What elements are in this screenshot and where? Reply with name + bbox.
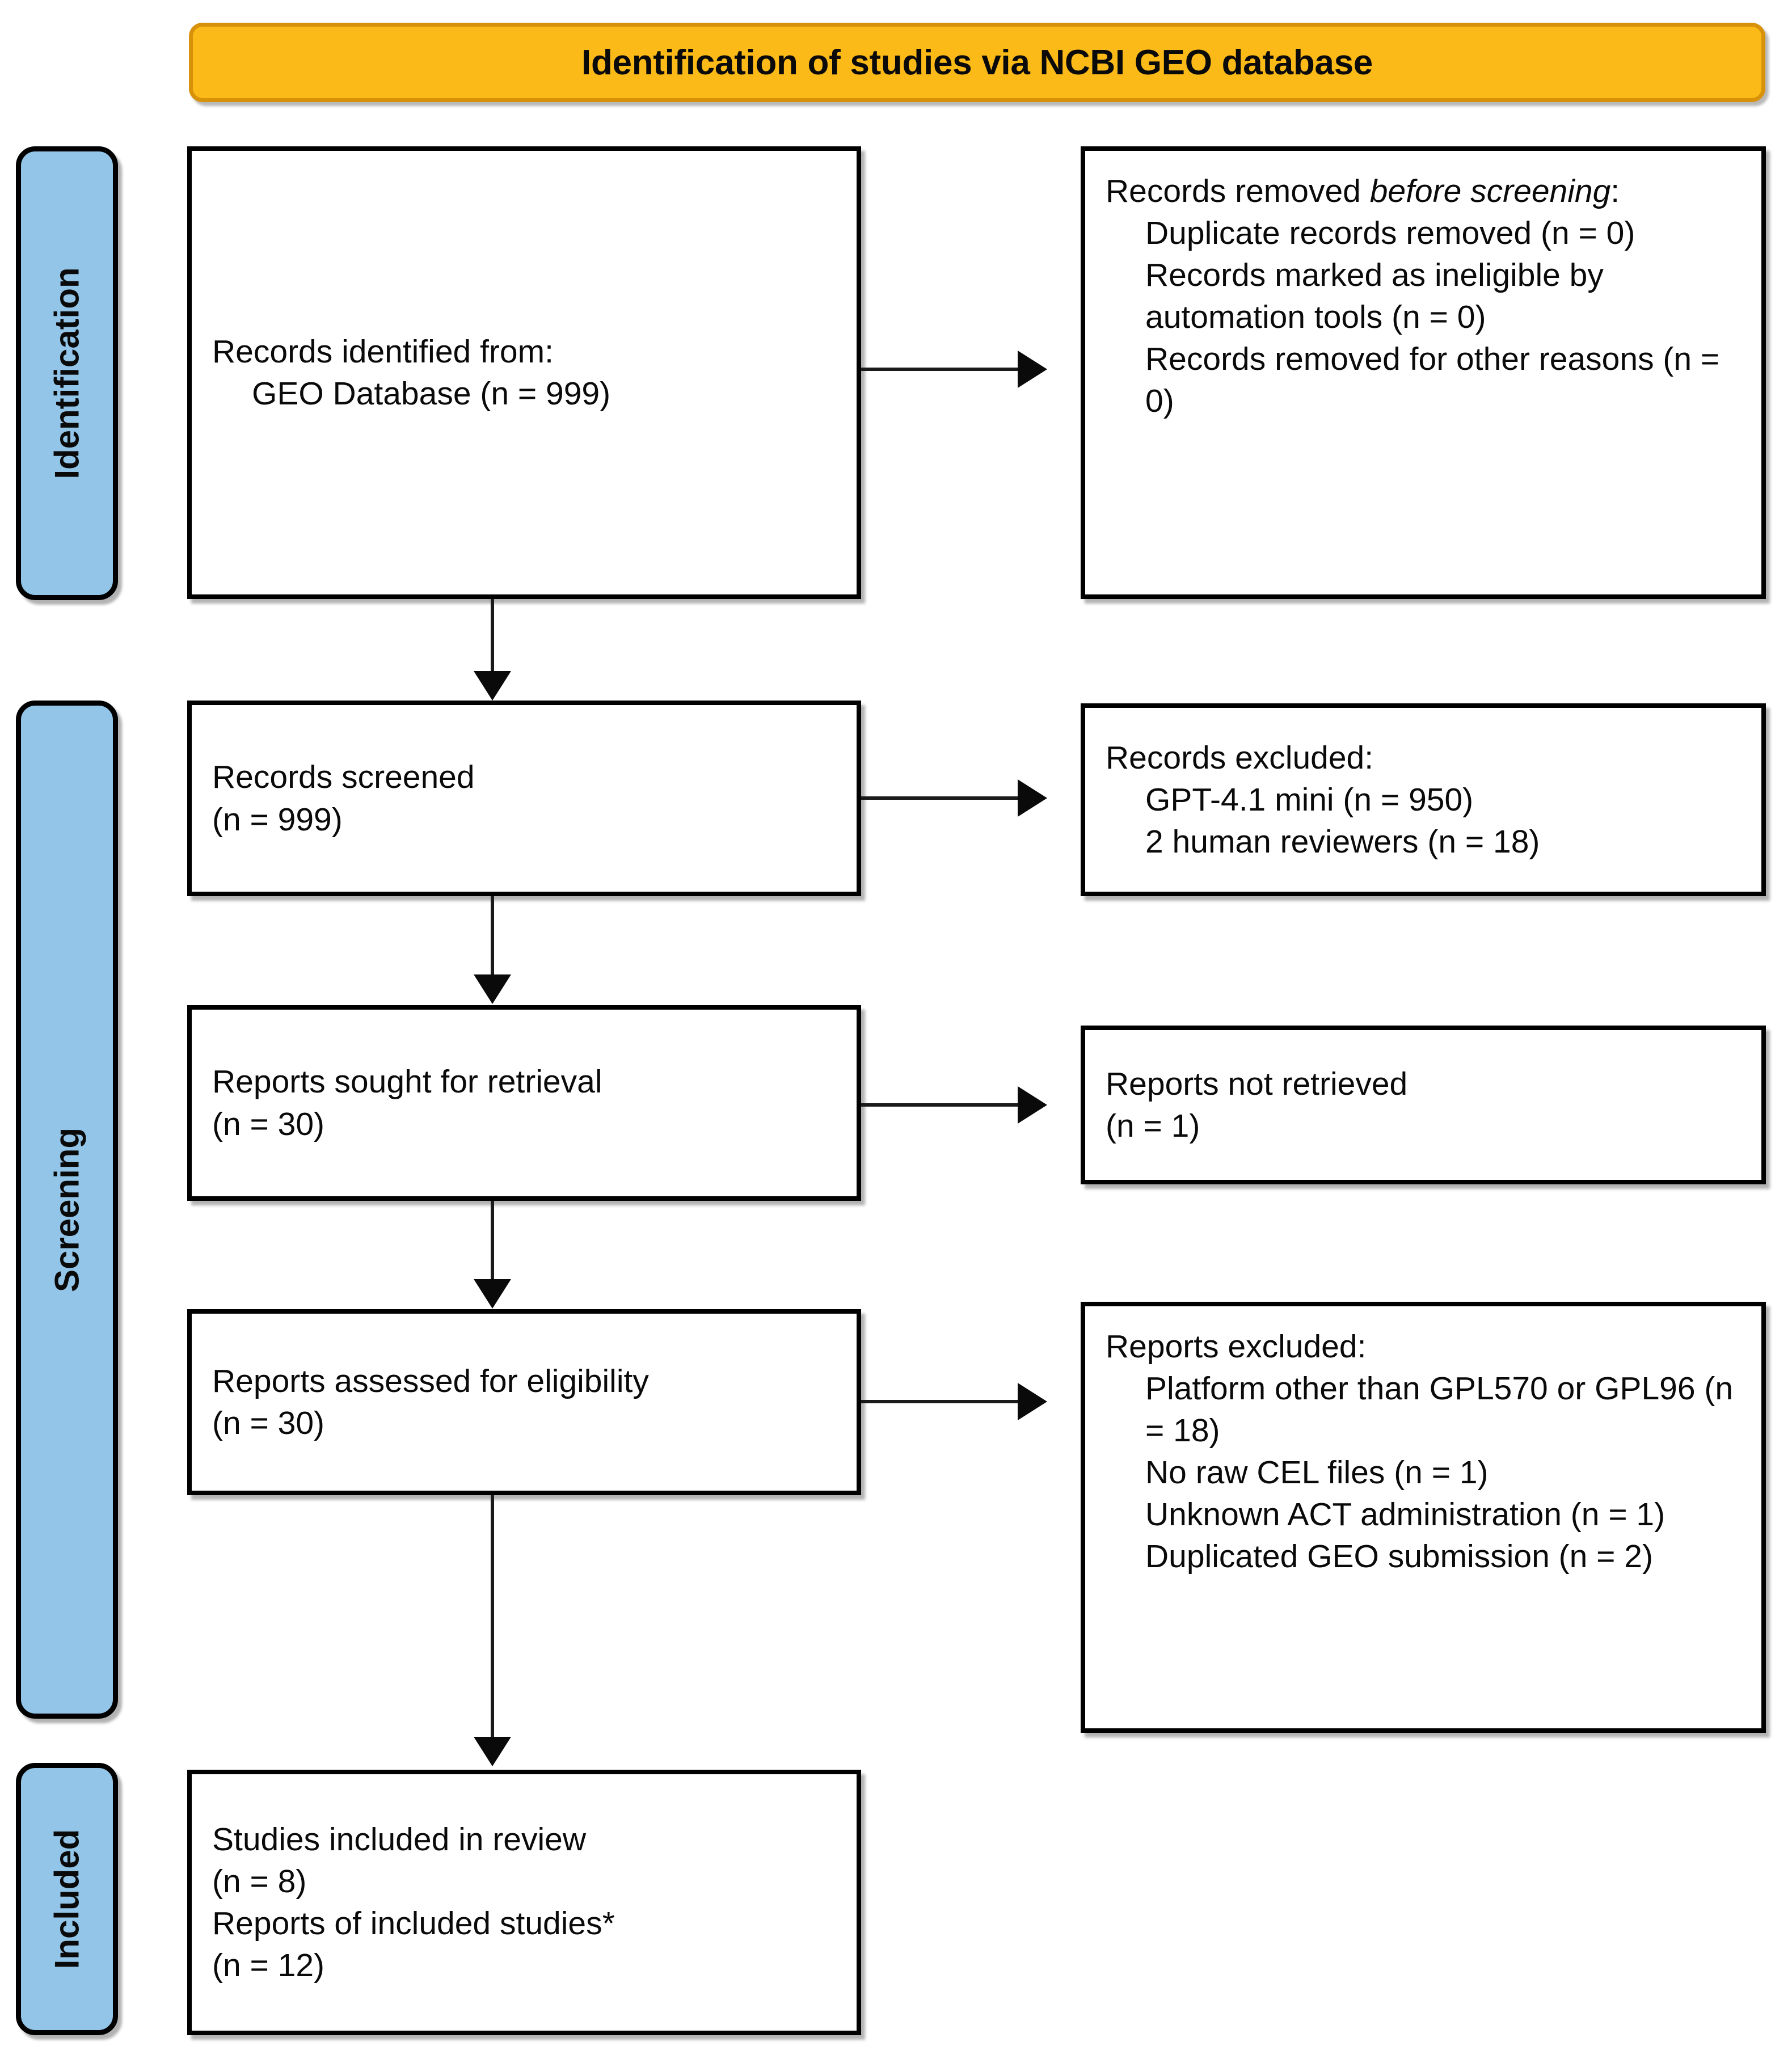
node-line: Reports of included studies* (212, 1905, 615, 1942)
arrow-identified-to-screened (474, 671, 511, 701)
node-line: Records marked as ineligible by automati… (1145, 257, 1604, 336)
node-heading-colon: : (1610, 173, 1620, 209)
node-line: Studies included in review (212, 1821, 587, 1858)
arrow-sought-to-not-retrieved (1018, 1086, 1047, 1124)
node-records-removed: Records removed before screening: Duplic… (1081, 146, 1766, 599)
connector-sought-to-assessed (491, 1201, 494, 1280)
node-line: Records screened (212, 759, 475, 796)
connector-sought-to-not-retrieved (861, 1103, 1018, 1107)
node-line: Reports sought for retrieval (212, 1064, 602, 1100)
node-line: Unknown ACT administration (n = 1) (1145, 1496, 1665, 1533)
connector-identified-to-removed (861, 368, 1018, 371)
stage-sidebar-identification: Identification (16, 146, 118, 600)
connector-screened-to-sought (491, 896, 494, 976)
node-line: Platform other than GPL570 or GPL96 (n =… (1145, 1370, 1734, 1449)
connector-assessed-to-included (491, 1495, 494, 1738)
node-reports-not-retrieved: Reports not retrieved (n = 1) (1081, 1026, 1766, 1184)
diagram-header-banner: Identification of studies via NCBI GEO d… (189, 23, 1765, 102)
stage-label-identification: Identification (48, 267, 86, 479)
arrow-sought-to-assessed (474, 1279, 511, 1309)
node-studies-included-body: Studies included in review (n = 8) Repor… (192, 1818, 857, 1986)
node-heading: Reports excluded: (1106, 1328, 1367, 1365)
node-line: Records removed for other reasons (n = 0… (1145, 341, 1720, 420)
node-reports-sought-body: Reports sought for retrieval (n = 30) (192, 1061, 857, 1145)
stage-sidebar-screening: Screening (16, 701, 118, 1719)
arrow-assessed-to-excluded (1018, 1383, 1047, 1420)
node-line: Duplicate records removed (n = 0) (1145, 215, 1635, 252)
node-line: Records identified from: (212, 333, 554, 370)
node-records-excluded: Records excluded: GPT-4.1 mini (n = 950)… (1081, 703, 1766, 896)
node-reports-sought: Reports sought for retrieval (n = 30) (187, 1005, 861, 1201)
node-line: (n = 30) (212, 1106, 325, 1142)
arrow-screened-to-excluded (1018, 779, 1047, 817)
node-line: (n = 8) (212, 1863, 307, 1900)
stage-label-screening: Screening (48, 1127, 86, 1292)
node-reports-excluded: Reports excluded: Platform other than GP… (1081, 1302, 1766, 1733)
node-reports-assessed: Reports assessed for eligibility (n = 30… (187, 1309, 861, 1495)
connector-screened-to-excluded (861, 796, 1018, 800)
node-line: Reports assessed for eligibility (212, 1362, 649, 1399)
node-line: GPT-4.1 mini (n = 950) (1145, 781, 1474, 818)
node-records-excluded-body: Records excluded: GPT-4.1 mini (n = 950)… (1085, 737, 1761, 863)
node-records-screened-body: Records screened (n = 999) (192, 756, 857, 840)
node-line: (n = 12) (212, 1947, 325, 1984)
connector-identified-to-screened (491, 599, 494, 673)
node-line: 2 human reviewers (n = 18) (1145, 824, 1540, 860)
connector-assessed-to-excluded (861, 1400, 1018, 1403)
node-records-screened: Records screened (n = 999) (187, 701, 861, 896)
stage-label-included: Included (48, 1829, 86, 1969)
node-reports-assessed-body: Reports assessed for eligibility (n = 30… (192, 1360, 857, 1444)
node-heading: Records excluded: (1106, 739, 1374, 776)
page-title: Identification of studies via NCBI GEO d… (581, 43, 1373, 82)
node-line: (n = 30) (212, 1405, 325, 1441)
node-records-identified: Records identified from: GEO Database (n… (187, 146, 861, 599)
node-heading: Records removed before screening: (1106, 170, 1741, 212)
node-line: Reports not retrieved (1106, 1065, 1408, 1102)
node-reports-not-retrieved-body: Reports not retrieved (n = 1) (1085, 1063, 1761, 1147)
arrow-identified-to-removed (1018, 351, 1047, 388)
stage-sidebar-included: Included (16, 1763, 118, 2035)
node-line: Duplicated GEO submission (n = 2) (1145, 1538, 1653, 1575)
node-line: GEO Database (n = 999) (252, 375, 611, 412)
node-line: No raw CEL files (n = 1) (1145, 1454, 1489, 1491)
node-heading-part: Records removed (1106, 173, 1370, 209)
arrow-assessed-to-included (474, 1737, 511, 1766)
node-line: (n = 999) (212, 801, 343, 838)
node-reports-excluded-body: Reports excluded: Platform other than GP… (1085, 1306, 1761, 1578)
arrow-screened-to-sought (474, 974, 511, 1004)
node-heading-emphasis: before screening (1369, 173, 1611, 209)
node-records-removed-body: Records removed before screening: Duplic… (1085, 151, 1761, 423)
node-line: (n = 1) (1106, 1108, 1200, 1144)
node-records-identified-body: Records identified from: GEO Database (n… (192, 331, 857, 415)
node-studies-included: Studies included in review (n = 8) Repor… (187, 1770, 861, 2035)
